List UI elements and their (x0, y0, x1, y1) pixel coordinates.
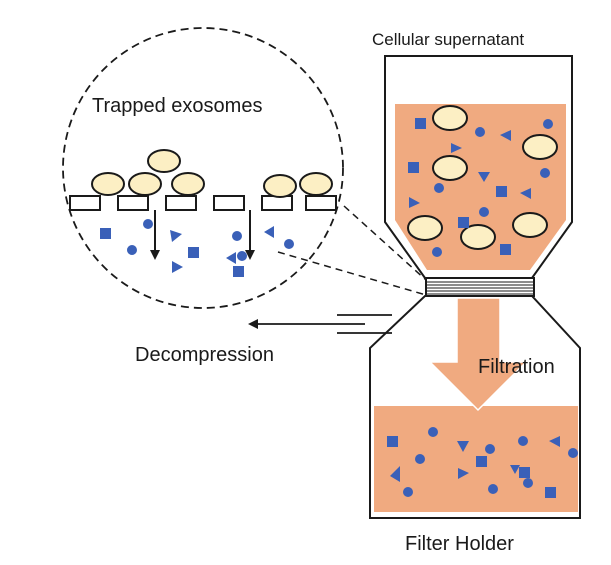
filtration-label: Filtration (478, 356, 555, 378)
flow-arrows (150, 210, 255, 260)
membrane-pores (69, 195, 337, 211)
particles-upper (408, 118, 553, 257)
exosomes-upper (407, 105, 558, 250)
decompression-label: Decompression (135, 344, 274, 366)
decompression-arrow (248, 314, 392, 334)
magnified-view (62, 27, 344, 309)
trapped-exosomes-label: Trapped exosomes (92, 95, 263, 117)
trapped-exosomes (91, 149, 333, 198)
filter-membrane (425, 277, 535, 297)
filter-holder-label: Filter Holder (405, 533, 514, 555)
cellular-supernatant-label: Cellular supernatant (372, 30, 525, 49)
particles-magnified (100, 219, 294, 277)
filtration-arrow (428, 297, 528, 412)
zoom-lines (277, 205, 427, 296)
lower-container (369, 295, 581, 519)
particles-lower (387, 427, 578, 498)
